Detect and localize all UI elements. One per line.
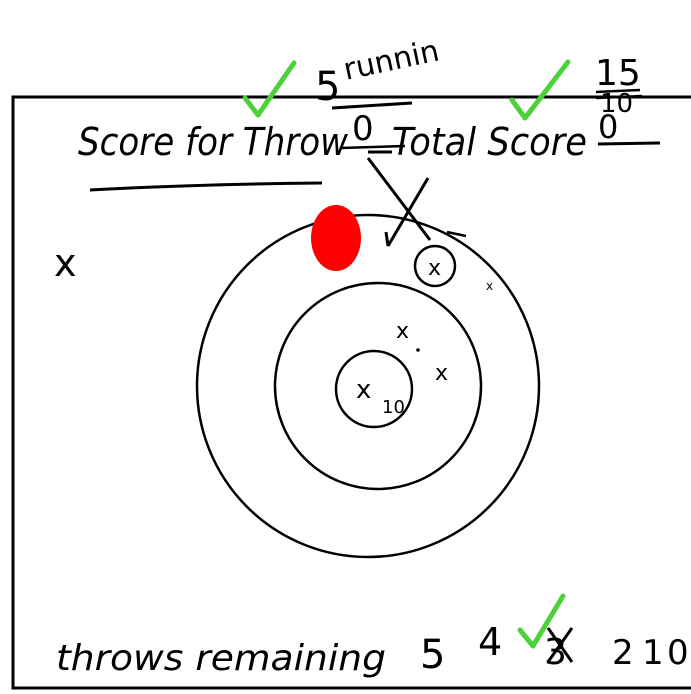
throws-count-5: 5: [420, 632, 445, 678]
running-note: runnin: [340, 33, 442, 87]
dart-hit-icon: [311, 205, 361, 271]
total-score-old-strike: [595, 94, 643, 100]
hit-marker-circled: x: [428, 256, 441, 281]
score-for-throw-old-underline: [339, 144, 406, 150]
total-score-old-underline: [597, 141, 661, 146]
arrow-stroke: [384, 177, 430, 247]
throws-count-2: 2: [612, 633, 634, 673]
score-for-throw-strike: [331, 101, 413, 110]
total-score-label: Total Score: [392, 120, 587, 164]
arrow-stroke: [366, 157, 432, 241]
check-mark-icon: [242, 60, 297, 118]
target-inner-ring: [334, 349, 414, 429]
throws-count-1: 1: [642, 633, 664, 673]
throws-count-4: 4: [478, 620, 502, 664]
hit-marker-middle-2: x: [435, 361, 448, 386]
hit-marker-middle-1: x: [396, 319, 409, 344]
throws-count-0: 0: [667, 633, 689, 673]
throws-count-3-strike: [546, 627, 574, 663]
throws-remaining-label: throws remaining: [56, 638, 386, 679]
total-score-new-underline: [595, 88, 641, 94]
total-score-new-value: 15: [595, 53, 641, 94]
hit-marker-center: x: [356, 375, 371, 405]
score-for-throw-underline: [89, 181, 323, 192]
total-score-old-value-2: 10: [600, 89, 633, 119]
total-score-old-value-1: 0: [598, 108, 618, 146]
tick-stroke: [446, 230, 467, 238]
score-for-throw-old-value: 0: [352, 109, 374, 149]
board-frame: [11, 95, 691, 690]
center-score-value: 10: [382, 397, 405, 418]
check-mark-icon: [517, 593, 566, 649]
check-mark-icon: [509, 59, 571, 121]
hit-marker-circle: [413, 244, 457, 288]
score-for-throw-label: Score for Throw: [78, 120, 349, 164]
hit-marker-edge: x: [486, 279, 493, 293]
score-for-throw-new-value: 5: [315, 64, 340, 110]
target-outer-ring: [195, 213, 541, 559]
dot: [416, 348, 420, 352]
hit-marker-outside: x: [54, 241, 77, 285]
target-middle-ring: [273, 281, 483, 491]
